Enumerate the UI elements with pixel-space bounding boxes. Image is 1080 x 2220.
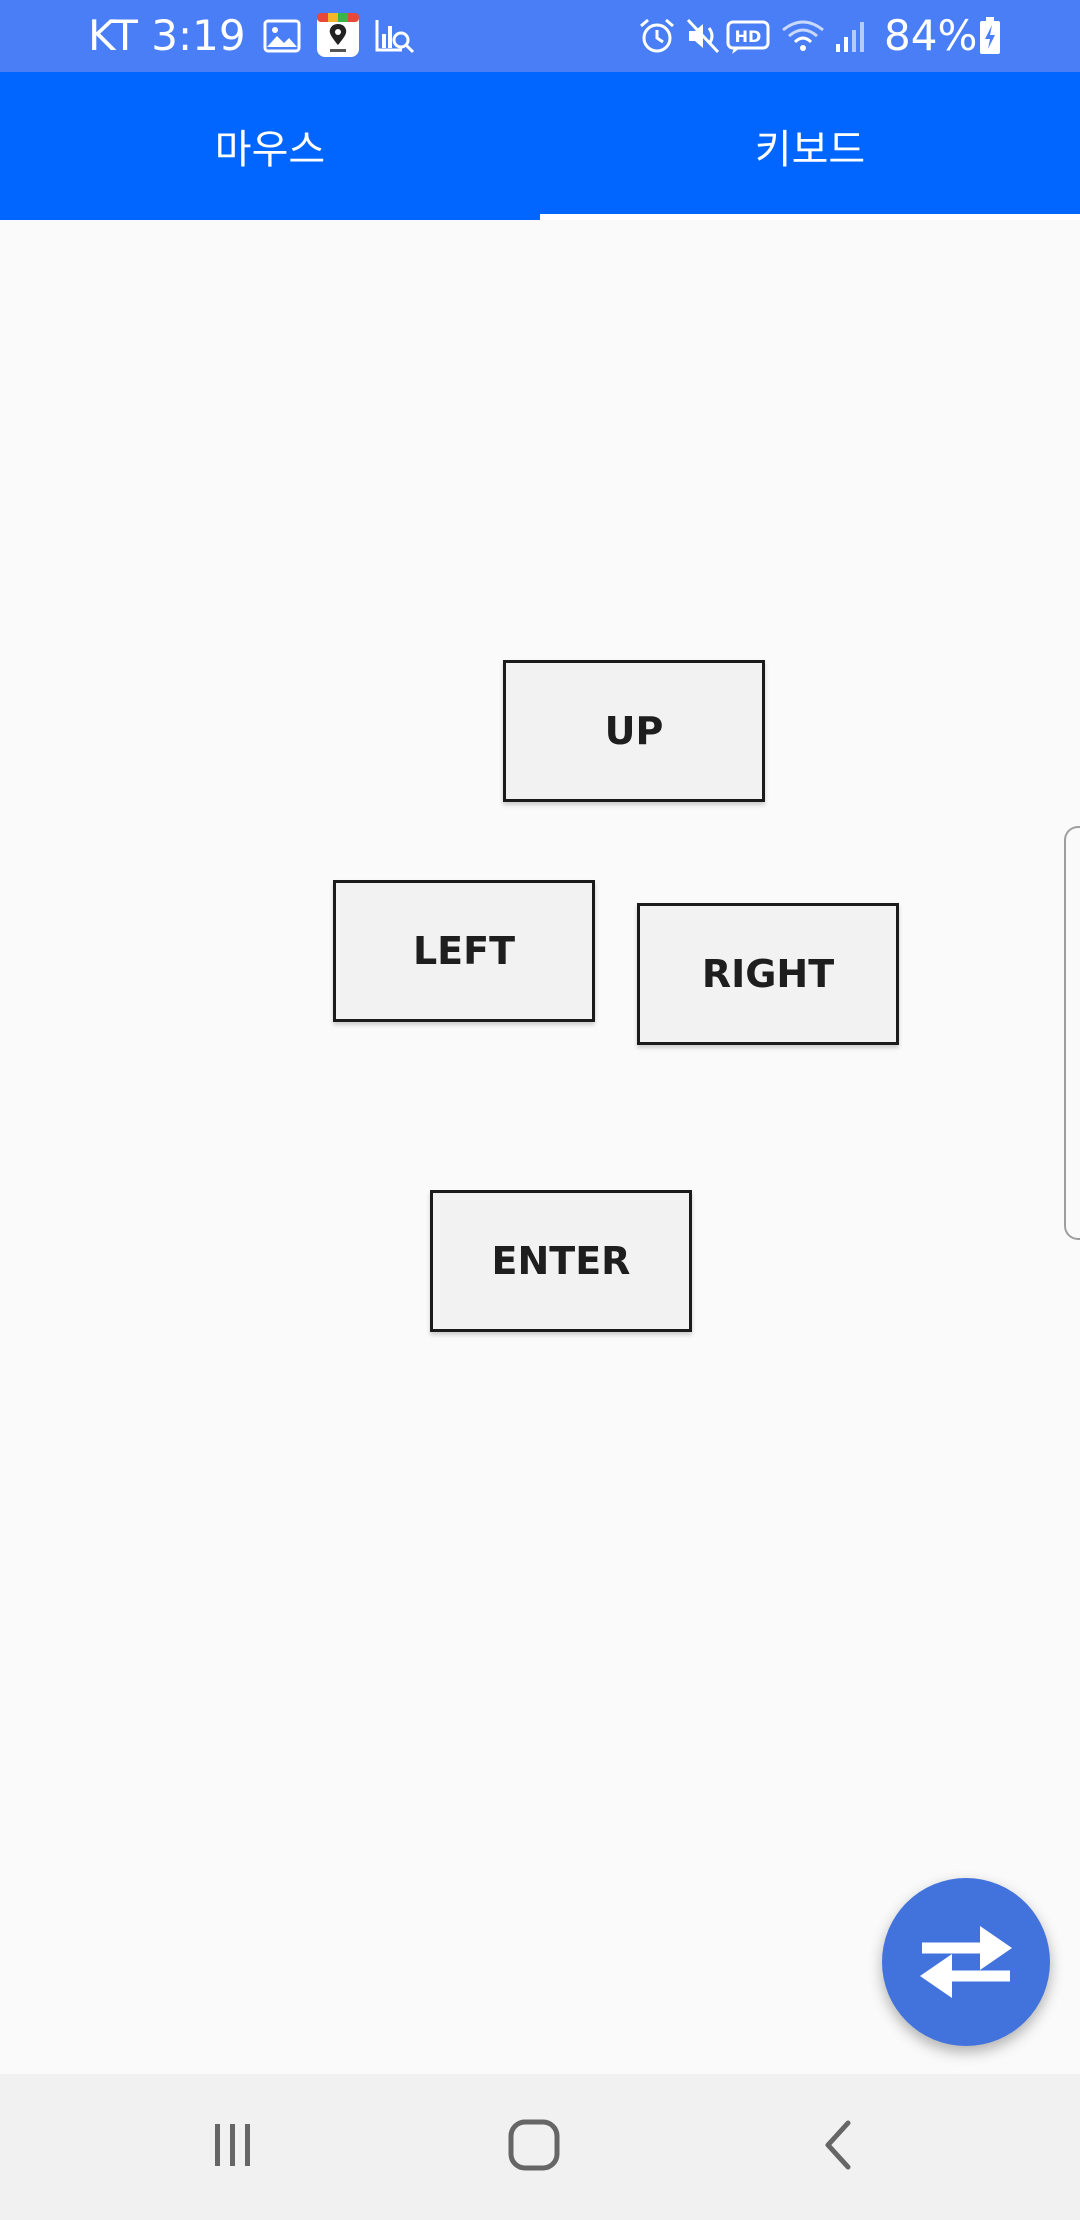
gallery-icon xyxy=(262,16,302,56)
navigation-bar xyxy=(0,2074,1080,2220)
home-button[interactable] xyxy=(434,2074,634,2220)
mute-icon xyxy=(684,16,724,56)
tab-keyboard[interactable]: 키보드 xyxy=(540,72,1080,220)
hd-icon: HD xyxy=(726,16,770,56)
battery-percentage: 84% xyxy=(884,11,978,60)
carrier-time: KT 3:19 xyxy=(88,11,246,60)
edge-panel-handle[interactable] xyxy=(1064,826,1080,1240)
swap-fab-button[interactable] xyxy=(882,1878,1050,2046)
recent-apps-button[interactable] xyxy=(133,2074,333,2220)
swap-arrows-icon xyxy=(914,1918,1018,2007)
up-button[interactable]: UP xyxy=(503,660,765,802)
tab-bar: 마우스 키보드 xyxy=(0,72,1080,220)
status-bar: KT 3:19 xyxy=(0,0,1080,72)
enter-button[interactable]: ENTER xyxy=(430,1190,692,1332)
back-icon xyxy=(818,2119,858,2176)
tab-keyboard-label: 키보드 xyxy=(754,127,866,173)
back-button[interactable] xyxy=(738,2074,938,2220)
tab-underline xyxy=(540,214,1080,220)
signal-icon xyxy=(832,16,872,56)
left-button[interactable]: LEFT xyxy=(333,880,595,1022)
map-app-icon xyxy=(316,12,360,58)
tab-mouse[interactable]: 마우스 xyxy=(0,72,540,220)
home-icon xyxy=(507,2118,561,2177)
recent-apps-icon xyxy=(208,2120,258,2175)
alarm-icon xyxy=(637,16,677,56)
search-chart-icon xyxy=(374,16,415,56)
battery-charging-icon xyxy=(978,16,1002,56)
wifi-icon xyxy=(780,16,826,56)
svg-text:HD: HD xyxy=(735,27,762,46)
tab-indicator xyxy=(0,214,540,220)
right-button[interactable]: RIGHT xyxy=(637,903,899,1045)
tab-mouse-label: 마우스 xyxy=(214,127,326,173)
